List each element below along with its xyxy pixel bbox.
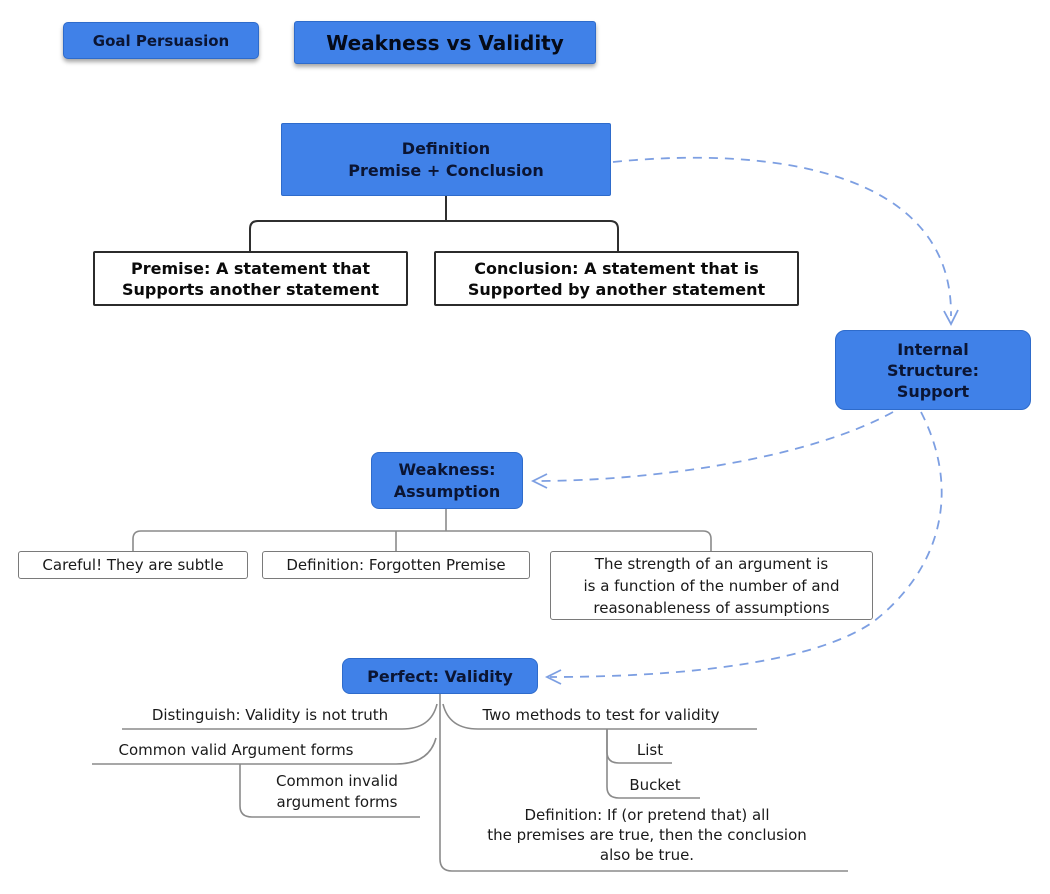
conclusion-line-1: Conclusion: A statement that is xyxy=(474,258,759,278)
curve-definition-to-internal xyxy=(612,156,952,317)
leaf-common-invalid-forms[interactable]: Common invalid argument forms xyxy=(247,771,427,813)
premise-line-1: Premise: A statement that xyxy=(130,258,370,278)
validity-branch-connectors xyxy=(92,694,848,872)
arrow-into-perfect-icon xyxy=(544,669,562,685)
conclusion-line-2: Supported by another statement xyxy=(467,279,766,299)
node-main-title[interactable]: Weakness vs Validity xyxy=(294,21,596,64)
node-goal-label: Goal Persuasion xyxy=(92,31,230,50)
validity-definition-line-3: also be true. xyxy=(599,846,695,864)
weakness-line-1: Weakness: xyxy=(398,459,496,479)
node-perfect-validity[interactable]: Perfect: Validity xyxy=(342,658,538,694)
leaf-two-methods[interactable]: Two methods to test for validity xyxy=(482,706,720,724)
node-strength-of-argument[interactable]: The strength of an argument is is a func… xyxy=(550,551,873,620)
perfect-validity-label: Perfect: Validity xyxy=(367,666,513,686)
validity-definition-line-1: Definition: If (or pretend that) all xyxy=(524,806,770,824)
curve-internal-to-perfect xyxy=(549,411,943,678)
forgotten-premise-label: Definition: Forgotten Premise xyxy=(286,555,506,574)
node-weakness-assumption[interactable]: Weakness: Assumption xyxy=(371,452,523,509)
leaf-common-valid-forms[interactable]: Common valid Argument forms xyxy=(118,741,354,759)
node-definition[interactable]: Definition Premise + Conclusion xyxy=(281,123,611,196)
node-forgotten-premise[interactable]: Definition: Forgotten Premise xyxy=(262,551,530,579)
internal-line-3: Support xyxy=(896,381,970,401)
leaf-bucket-method[interactable]: Bucket xyxy=(629,776,681,794)
leaf-list-method[interactable]: List xyxy=(636,741,664,759)
node-conclusion-definition[interactable]: Conclusion: A statement that is Supporte… xyxy=(434,251,799,306)
internal-line-2: Structure: xyxy=(886,360,980,380)
strength-line-3: reasonableness of assumptions xyxy=(593,598,830,617)
strength-line-2: is a function of the number of and xyxy=(583,576,840,595)
common-invalid-line-1: Common invalid xyxy=(276,772,398,790)
definition-line-1: Definition xyxy=(401,138,491,158)
strength-line-1: The strength of an argument is xyxy=(594,554,829,573)
leaf-distinguish-validity-not-truth[interactable]: Distinguish: Validity is not truth xyxy=(151,706,389,724)
validity-definition-line-2: the premises are true, then the conclusi… xyxy=(487,826,807,844)
arrowheads xyxy=(530,309,959,685)
relation-curves xyxy=(535,156,952,678)
definition-line-2: Premise + Conclusion xyxy=(348,160,544,180)
node-goal-persuasion[interactable]: Goal Persuasion xyxy=(63,22,259,59)
common-invalid-line-2: argument forms xyxy=(276,793,398,811)
curve-internal-to-weakness xyxy=(535,411,894,482)
main-title-label: Weakness vs Validity xyxy=(326,30,564,55)
node-premise-definition[interactable]: Premise: A statement that Supports anoth… xyxy=(93,251,408,306)
weakness-tree-connector xyxy=(132,509,712,551)
careful-label: Careful! They are subtle xyxy=(42,555,224,574)
node-careful-subtle[interactable]: Careful! They are subtle xyxy=(18,551,248,579)
arrow-into-internal-icon xyxy=(943,309,959,326)
weakness-line-2: Assumption xyxy=(393,481,501,501)
premise-line-2: Supports another statement xyxy=(121,279,379,299)
node-internal-structure[interactable]: Internal Structure: Support xyxy=(835,330,1031,410)
internal-line-1: Internal xyxy=(897,339,969,359)
definition-tree-connector xyxy=(249,196,619,252)
arrow-into-weakness-icon xyxy=(530,473,548,489)
leaf-validity-definition[interactable]: Definition: If (or pretend that) all the… xyxy=(447,805,847,865)
